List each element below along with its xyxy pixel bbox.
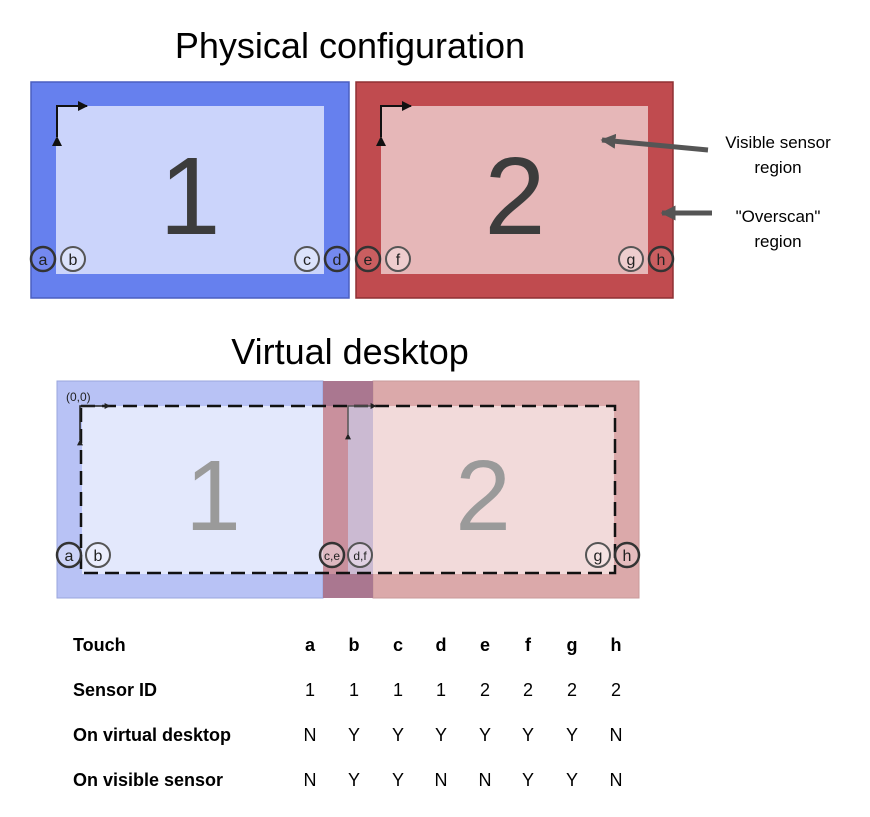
sensor-2-origin-axes	[376, 101, 412, 146]
table-col-e: e	[480, 635, 490, 655]
table-col-g: g	[567, 635, 578, 655]
virtual-origin-axes-2	[345, 403, 377, 440]
svg-text:g: g	[627, 252, 636, 269]
table-row-on-virtual-desktop: On virtual desktop N Y Y Y Y Y Y N	[73, 725, 623, 745]
table-col-h: h	[611, 635, 622, 655]
physical-touch-h: h	[647, 245, 675, 273]
svg-text:g: g	[594, 548, 603, 565]
svg-text:N: N	[435, 770, 448, 790]
svg-text:Y: Y	[392, 725, 404, 745]
virtual-touch-g: g	[585, 542, 611, 568]
svg-text:Y: Y	[479, 725, 491, 745]
svg-text:b: b	[69, 252, 78, 269]
table-header-label: Touch	[73, 635, 126, 655]
virtual-sensor-2-number: 2	[455, 440, 511, 552]
svg-text:"Overscan": "Overscan"	[736, 207, 821, 226]
physical-touch-f: f	[385, 246, 411, 272]
virtual-touch-b: b	[85, 542, 111, 568]
virtual-sensor-2-visible	[373, 406, 614, 574]
physical-touch-g: g	[618, 246, 644, 272]
physical-touch-a: a	[29, 245, 57, 273]
svg-text:1: 1	[349, 680, 359, 700]
svg-text:1: 1	[393, 680, 403, 700]
physical-configuration-title: Physical configuration	[175, 25, 525, 66]
table-col-d: d	[436, 635, 447, 655]
svg-text:c: c	[303, 252, 311, 269]
svg-text:N: N	[610, 770, 623, 790]
svg-text:a: a	[39, 252, 48, 269]
svg-text:Sensor ID: Sensor ID	[73, 680, 157, 700]
sensor-1-number: 1	[159, 135, 220, 258]
table-row-on-visible-sensor: On visible sensor N Y Y N N Y Y N	[73, 770, 623, 790]
physical-sensor-1: 1	[30, 81, 350, 299]
svg-text:1: 1	[436, 680, 446, 700]
sensor-1-visible-region	[56, 106, 324, 274]
virtual-touch-c-e: c,e	[318, 541, 346, 569]
svg-text:h: h	[657, 252, 666, 269]
svg-text:b: b	[94, 548, 103, 565]
svg-text:c,e: c,e	[324, 549, 340, 563]
table-col-f: f	[525, 635, 532, 655]
svg-text:Y: Y	[522, 770, 534, 790]
svg-text:d,f: d,f	[353, 549, 367, 563]
physical-touch-e: e	[354, 245, 382, 273]
svg-text:2: 2	[523, 680, 533, 700]
svg-text:f: f	[396, 252, 401, 269]
svg-text:N: N	[304, 770, 317, 790]
svg-text:On visible sensor: On visible sensor	[73, 770, 223, 790]
svg-text:h: h	[623, 548, 632, 565]
table-col-b: b	[349, 635, 360, 655]
virtual-origin-label: (0,0)	[66, 390, 91, 404]
svg-text:Y: Y	[348, 770, 360, 790]
physical-sensor-2: 2	[355, 81, 674, 299]
svg-text:region: region	[754, 158, 801, 177]
svg-text:d: d	[333, 252, 342, 269]
table-row-sensor-id: Sensor ID 1 1 1 1 2 2 2 2	[73, 680, 621, 700]
virtual-touch-d-f: d,f	[347, 542, 373, 568]
svg-text:2: 2	[611, 680, 621, 700]
svg-text:Y: Y	[348, 725, 360, 745]
svg-text:2: 2	[567, 680, 577, 700]
svg-text:On virtual desktop: On virtual desktop	[73, 725, 231, 745]
virtual-sensor-2	[372, 380, 640, 599]
svg-text:e: e	[364, 252, 373, 269]
virtual-sensor-1-visible	[82, 406, 323, 574]
svg-text:N: N	[479, 770, 492, 790]
svg-text:N: N	[304, 725, 317, 745]
svg-text:Y: Y	[392, 770, 404, 790]
table-col-c: c	[393, 635, 403, 655]
table-col-a: a	[305, 635, 316, 655]
physical-touch-b: b	[60, 246, 86, 272]
overscan-annotation: "Overscan" region	[660, 205, 821, 251]
physical-touch-c: c	[294, 246, 320, 272]
sensor-2-number: 2	[484, 135, 545, 258]
virtual-desktop-title: Virtual desktop	[231, 331, 468, 372]
svg-text:1: 1	[305, 680, 315, 700]
svg-text:Y: Y	[522, 725, 534, 745]
svg-text:Visible sensor: Visible sensor	[725, 133, 831, 152]
svg-text:2: 2	[480, 680, 490, 700]
svg-text:Y: Y	[566, 725, 578, 745]
virtual-sensor-1-number: 1	[185, 440, 241, 552]
virtual-origin-axes-1	[77, 403, 111, 446]
svg-text:N: N	[610, 725, 623, 745]
svg-text:region: region	[754, 232, 801, 251]
virtual-touch-a: a	[55, 541, 83, 569]
visible-sensor-annotation: Visible sensor region	[600, 133, 831, 177]
physical-touch-d: d	[323, 245, 351, 273]
svg-text:a: a	[65, 548, 74, 565]
svg-text:Y: Y	[566, 770, 578, 790]
touch-table: Touch a b c d e f g h Sensor ID 1 1 1 1 …	[73, 635, 623, 790]
svg-text:Y: Y	[435, 725, 447, 745]
virtual-touch-h: h	[613, 541, 641, 569]
virtual-desktop-boundary	[79, 404, 617, 575]
sensor-1-origin-axes	[52, 101, 88, 146]
visible-region-pointer-arrow	[600, 133, 709, 153]
